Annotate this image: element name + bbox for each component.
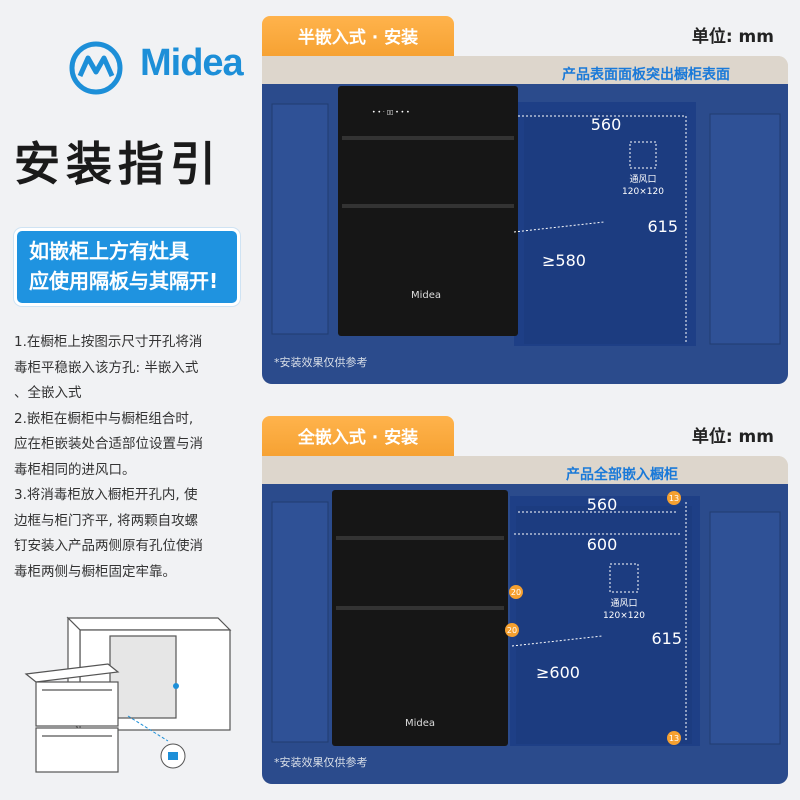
- install-sketch-illustration: [18, 606, 250, 796]
- step-line: 边框与柜门齐平, 将两颗自攻螺: [14, 512, 199, 529]
- product-logo: Midea: [411, 290, 441, 301]
- inner-width-560: 560: [587, 495, 618, 514]
- warning-line-2: 应使用隔板与其隔开!: [29, 269, 219, 293]
- callout-text: 产品表面面板突出橱柜表面: [562, 67, 730, 83]
- depth-580: ≥580: [542, 251, 586, 270]
- step-line: 毒柜平稳嵌入该方孔: 半嵌入式: [14, 359, 199, 376]
- callout-text: 产品全部嵌入橱柜: [566, 467, 678, 483]
- width-560: 560: [591, 115, 622, 134]
- footnote: *安装效果仅供参考: [274, 755, 368, 769]
- height-615: 615: [647, 217, 678, 236]
- step-line: 毒柜两侧与橱柜固定牢靠。: [14, 563, 176, 580]
- midea-logo-icon: [69, 41, 123, 95]
- product-logo: Midea: [405, 718, 435, 729]
- step-line: 2.嵌柜在橱柜中与橱柜组合时,: [14, 410, 194, 427]
- svg-text:• • · ▯▯ • • •: • • · ▯▯ • • •: [372, 109, 410, 116]
- full-embedded-panel: 全嵌入式 · 安装 单位: mm Midea 560 600 615 ≥600 …: [262, 410, 788, 784]
- full-embedded-scene: Midea 560 600 615 ≥600 通风口 120×120 13 13…: [262, 456, 788, 784]
- unit-label: 单位: mm: [691, 427, 774, 447]
- warning-line-1: 如嵌柜上方有灶具: [29, 239, 189, 263]
- vent-label: 通风口: [610, 598, 637, 609]
- depth-600: ≥600: [536, 663, 580, 682]
- step-line: 3.将消毒柜放入橱柜开孔内, 使: [14, 487, 198, 503]
- brand-name: Midea: [140, 42, 244, 84]
- step-line: 1.在橱柜上按图示尺寸开孔将消: [14, 334, 203, 350]
- tab-half-embedded: 半嵌入式 · 安装: [262, 16, 454, 60]
- gap-side-1: 20: [511, 588, 521, 597]
- page-title: 安装指引: [14, 137, 222, 191]
- midea-logo: Midea: [62, 40, 244, 100]
- step-line: 、全嵌入式: [14, 385, 82, 401]
- gap-side-2: 20: [507, 626, 517, 635]
- half-embedded-panel: 半嵌入式 · 安装 单位: mm • • · ▯▯ • • • Midea 56…: [262, 10, 788, 384]
- tab-full-embedded: 全嵌入式 · 安装: [262, 416, 454, 460]
- step-line: 应在柜嵌装处合适部位设置与消: [14, 436, 203, 452]
- half-embedded-scene: • • · ▯▯ • • • Midea 560 615 ≥580 通风口 12…: [262, 56, 788, 384]
- gap-top: 13: [669, 494, 679, 503]
- vent-size: 120×120: [603, 611, 645, 621]
- outer-width-600: 600: [587, 535, 618, 554]
- footnote: *安装效果仅供参考: [274, 355, 368, 369]
- left-column: Midea 安装指引 如嵌柜上方有灶具 应使用隔板与其隔开! 1.在橱柜上按图示…: [0, 0, 252, 800]
- gap-bottom: 13: [669, 734, 679, 743]
- step-line: 毒柜相同的进风口。: [14, 461, 136, 478]
- vent-label: 通风口: [629, 174, 656, 185]
- step-line: 钉安装入产品两侧原有孔位使消: [14, 538, 203, 554]
- height-615: 615: [651, 629, 682, 648]
- vent-size: 120×120: [622, 187, 664, 197]
- unit-label: 单位: mm: [691, 27, 774, 47]
- install-steps: 1.在橱柜上按图示尺寸开孔将消 毒柜平稳嵌入该方孔: 半嵌入式 、全嵌入式 2.…: [14, 330, 246, 585]
- warning-box: 如嵌柜上方有灶具 应使用隔板与其隔开!: [14, 228, 240, 306]
